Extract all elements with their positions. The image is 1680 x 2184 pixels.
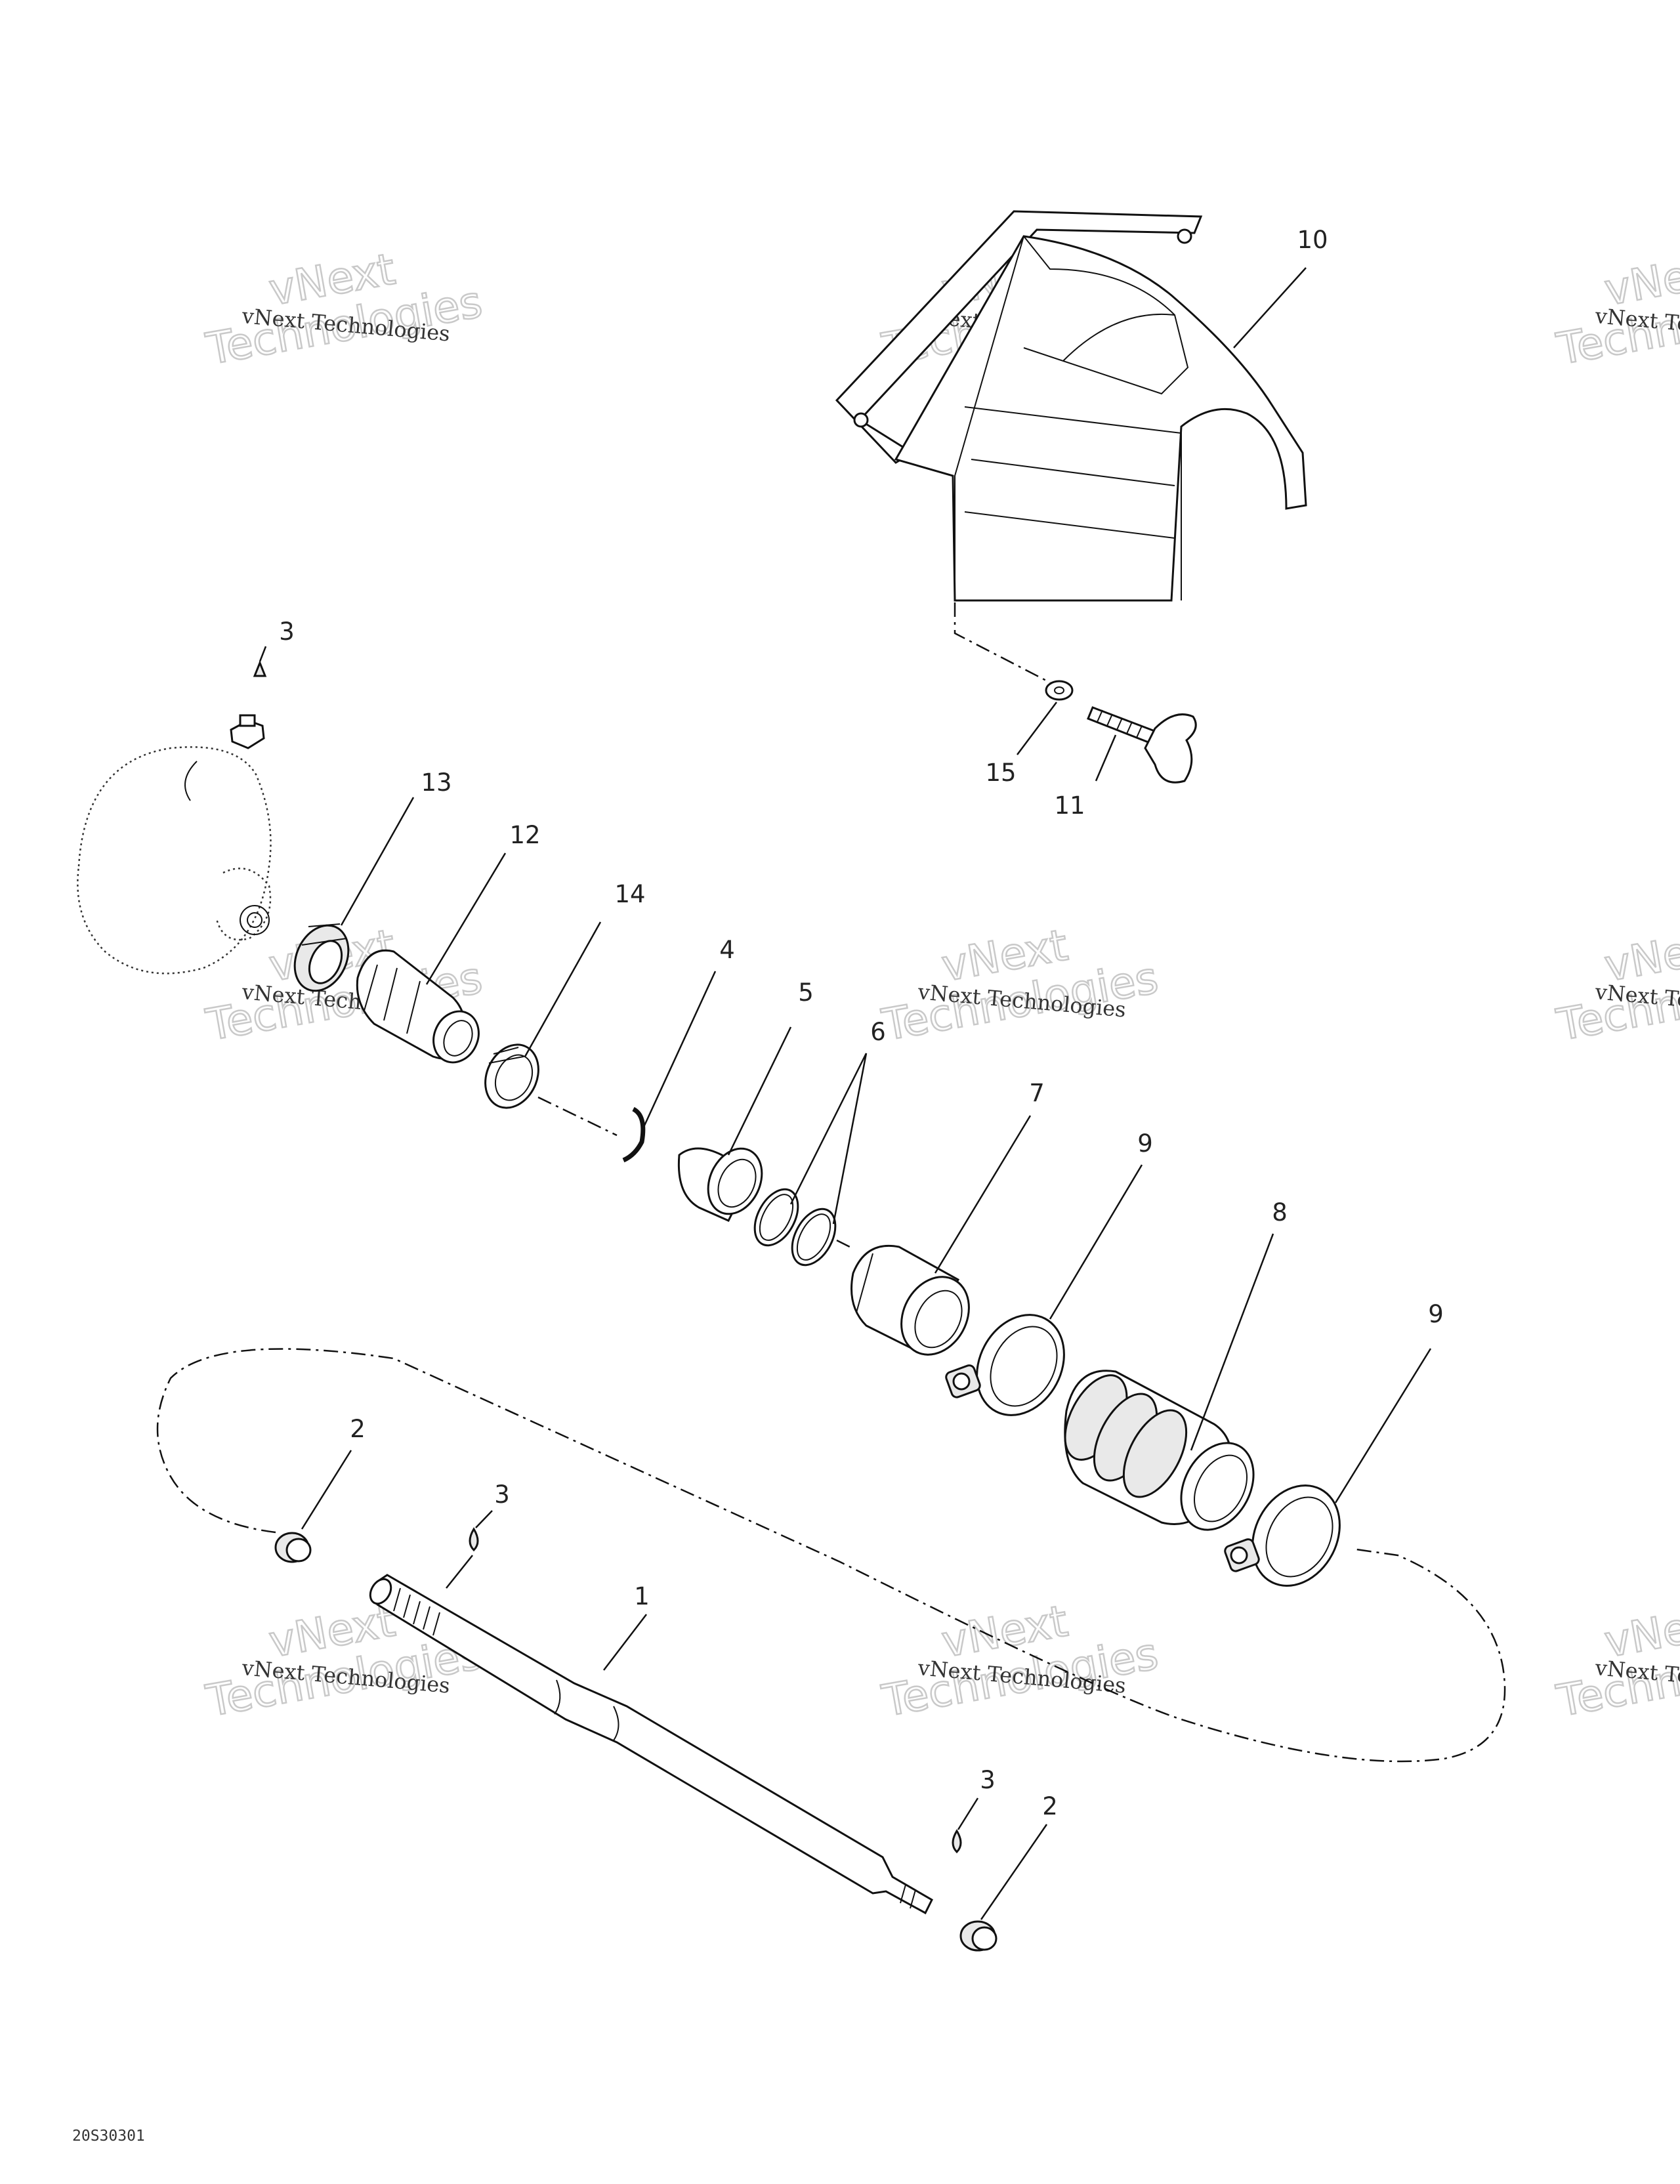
watermark-bottom-center: Technologies vNext vNext Technologies — [877, 1595, 1162, 1727]
part-11-wing-bolt — [1087, 706, 1197, 784]
assembly-line-guard — [954, 602, 1051, 684]
part-4-circlip — [622, 1106, 646, 1163]
callout-13: 13 — [421, 768, 452, 797]
callout-7: 7 — [1029, 1079, 1045, 1107]
callout-2-left: 2 — [350, 1415, 366, 1443]
part-14-ring — [484, 1043, 539, 1109]
leader-3-top — [259, 646, 267, 662]
callout-2-right: 2 — [1042, 1792, 1058, 1820]
leader-lines — [301, 267, 1432, 1920]
part-8-bellows — [1064, 1370, 1255, 1531]
callout-14: 14 — [614, 880, 645, 908]
watermark-bottom-right: Techno vNex vNext Te — [1552, 1598, 1680, 1727]
part-9-hose-clamp-upper — [945, 1314, 1065, 1416]
callout-10: 10 — [1297, 226, 1328, 254]
callout-9-upper: 9 — [1137, 1129, 1153, 1158]
callout-3-top: 3 — [279, 618, 295, 646]
part-7-sleeve — [850, 1244, 970, 1356]
part-9-hose-clamp-lower — [1224, 1484, 1341, 1587]
callout-11: 11 — [1054, 791, 1085, 820]
callout-1: 1 — [634, 1582, 650, 1610]
watermark-mid-center: Technologies vNext vNext Technologies — [877, 919, 1162, 1051]
part-13-seal-carrier — [293, 923, 350, 992]
callouts: 10 15 11 3 13 12 14 4 5 6 7 9 8 9 2 3 1 … — [279, 226, 1444, 1820]
callout-12: 12 — [509, 821, 540, 849]
callout-15: 15 — [985, 759, 1016, 787]
callout-3-lower: 3 — [980, 1766, 996, 1794]
part-2-bushing-right — [959, 1920, 998, 1952]
assembly-loop-line — [156, 1348, 1506, 1763]
part-3-grease-fitting-top — [230, 660, 267, 749]
part-5-bushing — [677, 1147, 763, 1222]
callout-5: 5 — [798, 978, 814, 1007]
watermark-top-left: Technologies vNext vNext Technologies — [201, 243, 486, 375]
part-3-grease-drop-lower — [952, 1829, 962, 1854]
watermark-mid-right: Techno vNex vNext Te — [1552, 922, 1680, 1051]
callout-9-lower: 9 — [1428, 1300, 1444, 1328]
part-15-washer — [1045, 680, 1074, 701]
callout-6: 6 — [870, 1018, 886, 1046]
part-3-grease-drop-upper — [469, 1527, 479, 1552]
assembly-axis — [537, 1096, 618, 1137]
part-6-o-ring-b — [791, 1208, 837, 1267]
callout-8: 8 — [1272, 1198, 1288, 1227]
drawing-code: 20S30301 — [72, 2128, 145, 2145]
callout-4: 4 — [719, 936, 735, 964]
part-1-drive-shaft — [369, 1574, 933, 1915]
part-12-boot — [356, 949, 480, 1064]
part-6-o-ring-a — [753, 1188, 799, 1247]
watermark-top-right: Techno vNex vNext Te — [1552, 246, 1680, 375]
part-10-guard — [835, 210, 1307, 602]
assembly-axis — [836, 1239, 850, 1248]
part-2-bushing-left — [274, 1532, 312, 1563]
housing-outline — [77, 746, 272, 975]
callout-3-middle: 3 — [494, 1480, 510, 1509]
